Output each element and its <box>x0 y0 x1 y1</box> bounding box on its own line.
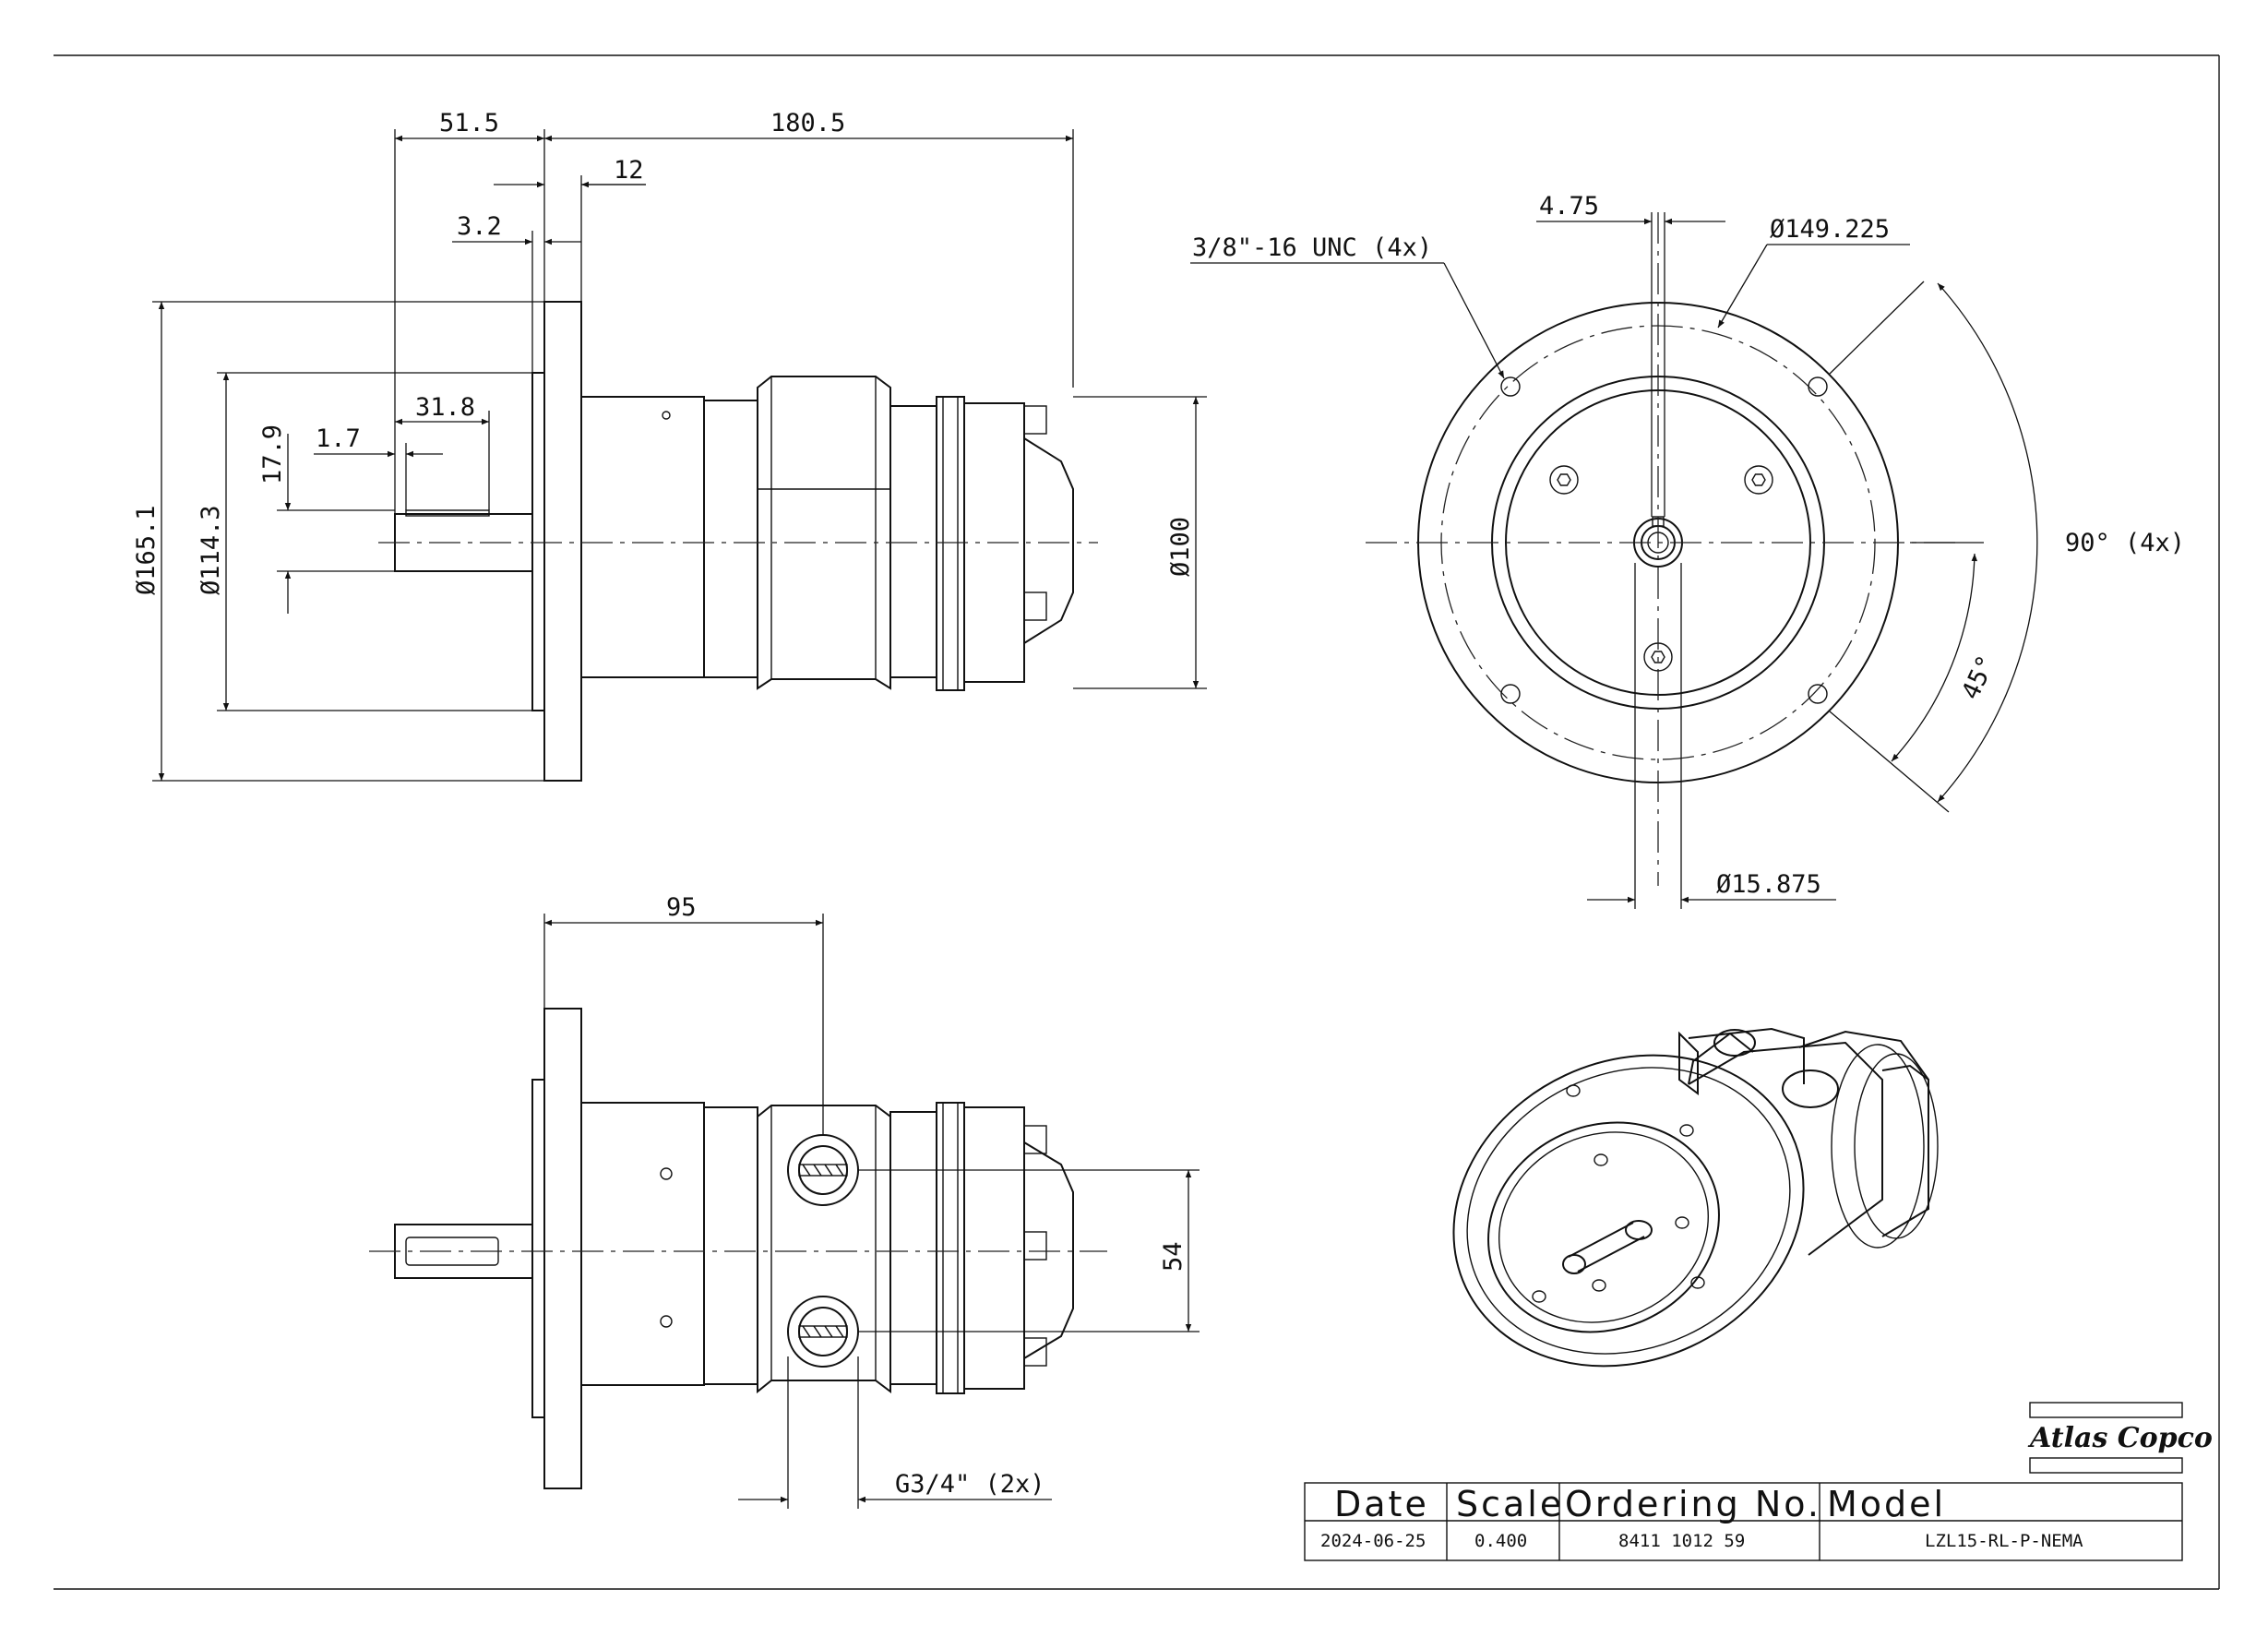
header-model: Model <box>1827 1484 1946 1524</box>
dim-dia-149-225: Ø149.225 <box>1770 215 1890 244</box>
atlas-copco-logo: Atlas Copco <box>2027 1422 2213 1454</box>
isometric-view <box>1452 1027 1939 1368</box>
value-scale: 0.400 <box>1474 1531 1527 1551</box>
dim-3-2: 3.2 <box>457 212 502 241</box>
bottom-view <box>369 1008 1107 1489</box>
ports-callout: G3/4" (2x) <box>895 1470 1045 1499</box>
dim-51-5: 51.5 <box>439 109 499 137</box>
value-date: 2024-06-25 <box>1320 1531 1426 1551</box>
thread-callout: 3/8"-16 UNC (4x) <box>1192 233 1432 262</box>
dim-180-5: 180.5 <box>770 109 845 137</box>
dim-17-9: 17.9 <box>258 424 287 484</box>
value-ordering-no: 8411 1012 59 <box>1618 1531 1745 1551</box>
dim-4-75: 4.75 <box>1539 192 1599 221</box>
sheet-border <box>54 54 2220 1590</box>
dim-dia-165-1: Ø165.1 <box>132 505 161 595</box>
front-view-dimensions: 4.75 3/8"-16 UNC (4x) Ø149.225 90° (4x) … <box>1190 192 2185 909</box>
side-view <box>378 301 1098 782</box>
dim-dia-100: Ø100 <box>1166 517 1195 577</box>
header-scale: Scale <box>1456 1484 1564 1524</box>
dim-1-7: 1.7 <box>316 424 361 453</box>
header-ordering-no: Ordering No. <box>1565 1484 1821 1524</box>
side-view-dimensions: 51.5 180.5 12 3.2 Ø165.1 Ø114.3 31.8 1.7… <box>132 109 1207 782</box>
angle-45: 45° <box>1956 651 2001 704</box>
dim-31-8: 31.8 <box>415 393 475 422</box>
front-view <box>1366 212 1956 886</box>
value-model: LZL15-RL-P-NEMA <box>1925 1531 2083 1551</box>
dim-95: 95 <box>666 893 697 922</box>
angle-90: 90° (4x) <box>2065 529 2185 557</box>
dim-dia-114-3: Ø114.3 <box>197 505 225 595</box>
dim-dia-15-875: Ø15.875 <box>1716 870 1821 899</box>
dim-54: 54 <box>1159 1241 1188 1272</box>
dim-12: 12 <box>614 156 644 185</box>
bottom-view-dimensions: 95 54 G3/4" (2x) <box>543 893 1200 1509</box>
title-block: Atlas Copco Date Scale Ordering No. Mode… <box>1304 1402 2213 1561</box>
header-date: Date <box>1334 1484 1429 1524</box>
